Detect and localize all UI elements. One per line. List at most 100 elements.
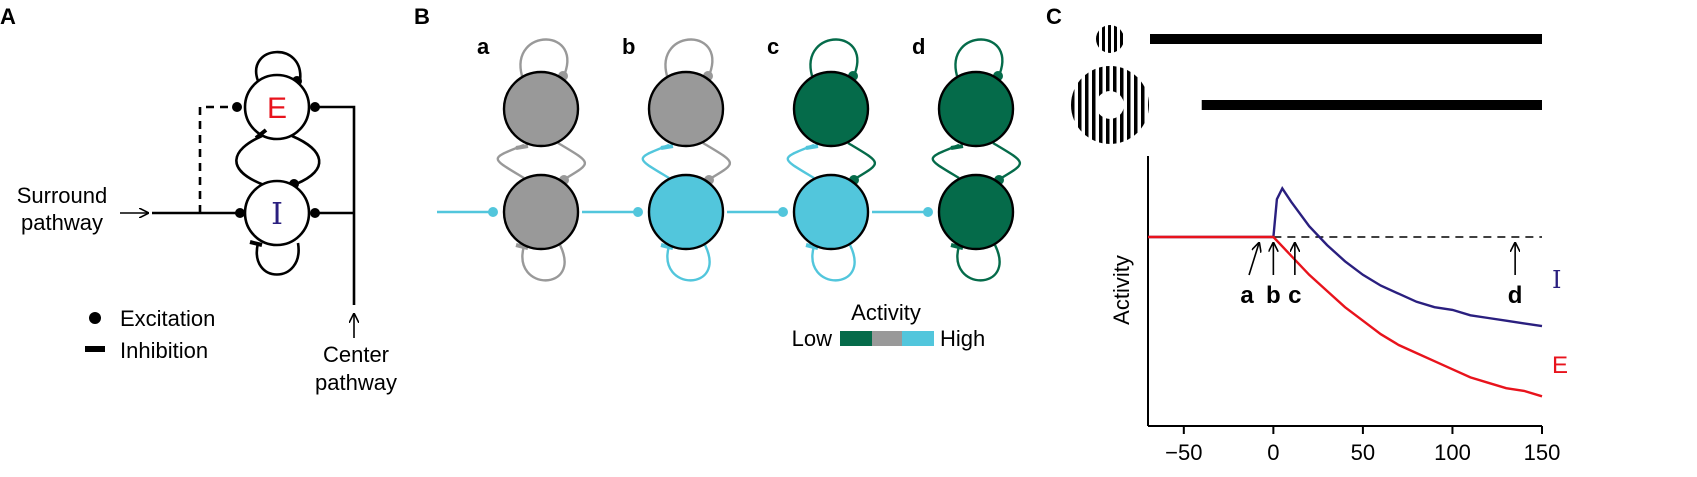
i-self-inhibition-bar (249, 240, 263, 247)
marker-label-b: b (1266, 282, 1281, 309)
state-a: a (437, 34, 586, 282)
surround-dashed-dot (232, 102, 242, 112)
e-self-loop (519, 38, 569, 79)
center-label-line1: Center (323, 342, 389, 367)
state-label: c (767, 34, 779, 59)
panel-a: A E I Surround pathway Center path (0, 4, 397, 395)
inhibition-bar (515, 243, 529, 250)
surround-input-dot (778, 207, 788, 217)
legend-inhibition-bar (85, 346, 105, 352)
x-tick-label: 150 (1524, 440, 1561, 465)
surround-grating-hole (1096, 91, 1124, 119)
state-label: a (477, 34, 490, 59)
grating-stripe (1085, 66, 1089, 144)
surround-input-dot (923, 207, 933, 217)
e-activity-line (1148, 235, 1543, 398)
x-tick-label: −50 (1165, 440, 1202, 465)
activity-title: Activity (851, 300, 921, 325)
inhibition-bar (660, 243, 674, 250)
inhibition-bar (515, 144, 529, 150)
e-to-i-excitation (702, 141, 731, 182)
surround-label-line2: pathway (21, 210, 103, 235)
grating-stripe (1148, 66, 1149, 144)
e-neuron (647, 70, 725, 148)
inhibition-bar-e (254, 128, 268, 140)
grating-stripe (1108, 25, 1111, 53)
surround-input-dot (488, 207, 498, 217)
i-to-e-inhibition (786, 143, 815, 180)
i-self-loop (521, 244, 566, 282)
i-self-loop (811, 244, 856, 282)
i-self-loop (255, 242, 300, 276)
marker-label-d: d (1508, 282, 1523, 309)
colorbar-low (840, 331, 872, 346)
grating-stripe (1141, 66, 1145, 144)
inhibition-bar (950, 144, 964, 150)
e-neuron (937, 70, 1015, 148)
i-neuron-label: I (271, 197, 283, 232)
i-neuron (937, 173, 1015, 251)
grating-stripe (1092, 66, 1096, 144)
legend-excitation-dot (89, 312, 101, 324)
marker-label-c: c (1288, 282, 1301, 309)
x-tick-label: 0 (1267, 440, 1279, 465)
center-grating-icon (1096, 25, 1123, 53)
x-tick-label: 50 (1351, 440, 1375, 465)
panel-a-label: A (0, 4, 16, 29)
activity-low-label: Low (792, 326, 832, 351)
center-e-dot (310, 102, 320, 112)
e-series-label: E (1552, 352, 1568, 379)
inhibition-bar (950, 243, 964, 250)
grating-stripe (1127, 66, 1131, 144)
e-to-i-excitation (992, 141, 1021, 182)
i-to-e-inhibition (496, 143, 525, 180)
e-neuron-label: E (267, 92, 287, 125)
state-label: b (622, 34, 635, 59)
panel-c-label: C (1046, 4, 1062, 29)
colorbar-mid (872, 331, 902, 346)
center-line (316, 105, 356, 305)
surround-dashed-to-e (198, 105, 236, 213)
e-neuron (792, 70, 870, 148)
grating-stripe (1114, 25, 1117, 53)
surround-label-line1: Surround (17, 183, 108, 208)
center-i-dot (310, 208, 320, 218)
i-activity-line (1148, 186, 1543, 328)
e-neuron (243, 73, 311, 141)
panel-b: B a b c d Activity Low High (414, 4, 1021, 351)
activity-high-label: High (940, 326, 985, 351)
i-self-loop (956, 244, 1001, 282)
e-self-loop (254, 50, 302, 82)
surround-input-dot (633, 207, 643, 217)
legend-excitation-label: Excitation (120, 306, 215, 331)
y-axis-label: Activity (1109, 255, 1134, 325)
e-neuron (502, 70, 580, 148)
i-neuron (792, 173, 870, 251)
inhibition-bar (660, 144, 674, 150)
e-to-i-excitation (557, 141, 586, 182)
panel-b-label: B (414, 4, 430, 29)
colorbar-high (902, 331, 934, 346)
marker-arrow-a (1248, 243, 1259, 276)
marker-label-a: a (1240, 282, 1254, 309)
i-self-loop (666, 244, 711, 282)
e-to-i-excitation (847, 141, 876, 182)
e-self-loop (664, 38, 714, 79)
grating-stripe (1102, 25, 1105, 53)
surround-excitation-dot (235, 208, 245, 218)
i-neuron (647, 173, 725, 251)
e-self-loop (809, 38, 859, 79)
grating-stripe (1120, 25, 1123, 53)
grating-stripe (1071, 66, 1075, 144)
grating-stripe (1096, 25, 1099, 53)
legend-inhibition-label: Inhibition (120, 338, 208, 363)
i-to-e-inhibition (641, 143, 670, 180)
state-label: d (912, 34, 925, 59)
inhibition-bar (805, 243, 819, 250)
i-series-label: I (1552, 266, 1561, 294)
center-label-line2: pathway (315, 370, 397, 395)
e-to-i-excitation (291, 134, 321, 186)
e-self-loop (954, 38, 1004, 79)
